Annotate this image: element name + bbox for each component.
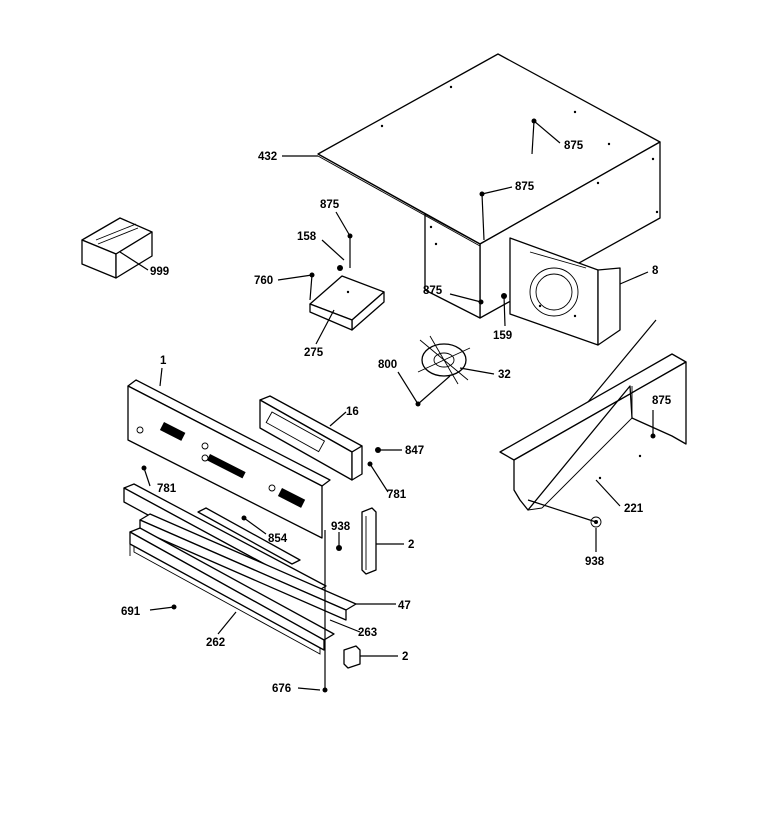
display-board-16-part bbox=[259, 395, 363, 481]
callout-2-lower: 2 bbox=[402, 651, 408, 663]
callout-275: 275 bbox=[304, 347, 324, 359]
callout-875-top1: 875 bbox=[564, 140, 584, 152]
callout-159: 159 bbox=[493, 330, 512, 342]
callout-221: 221 bbox=[624, 503, 644, 515]
callout-800: 800 bbox=[378, 359, 397, 371]
callout-875-bracket: 875 bbox=[320, 199, 340, 211]
callout-158: 158 bbox=[297, 231, 317, 243]
callout-32: 32 bbox=[498, 369, 511, 381]
callout-938-right: 938 bbox=[585, 556, 605, 568]
callout-47: 47 bbox=[398, 600, 411, 612]
top-cover-part bbox=[317, 53, 661, 319]
callout-781-right: 781 bbox=[387, 489, 407, 501]
callout-1: 1 bbox=[160, 355, 167, 367]
callout-8: 8 bbox=[652, 265, 659, 277]
callout-16: 16 bbox=[346, 406, 359, 418]
box-999-part bbox=[81, 217, 153, 279]
callout-875-right: 875 bbox=[652, 395, 672, 407]
callout-760: 760 bbox=[254, 275, 273, 287]
callout-854: 854 bbox=[268, 533, 288, 545]
lower-panel-262-part bbox=[129, 527, 335, 655]
callout-labels: 432 875 875 875 158 760 275 999 8 875 15… bbox=[121, 140, 672, 695]
callout-676: 676 bbox=[272, 683, 291, 695]
callout-999: 999 bbox=[150, 266, 169, 278]
callout-262: 262 bbox=[206, 637, 225, 649]
callout-263: 263 bbox=[358, 627, 377, 639]
side-bracket-221-part bbox=[499, 353, 687, 511]
callout-432: 432 bbox=[258, 151, 277, 163]
callout-938-left: 938 bbox=[331, 521, 351, 533]
rear-duct-panel-part bbox=[509, 237, 621, 346]
callout-875-fan: 875 bbox=[423, 285, 443, 297]
control-panel-1-part bbox=[127, 379, 331, 539]
fan-assembly-part bbox=[417, 335, 471, 385]
callout-2-upper: 2 bbox=[408, 539, 414, 551]
end-cap-upper-part bbox=[361, 507, 377, 575]
callout-691: 691 bbox=[121, 606, 141, 618]
callout-781-left: 781 bbox=[157, 483, 177, 495]
bracket-275-part bbox=[309, 265, 385, 331]
callout-847: 847 bbox=[405, 445, 424, 457]
callout-875-top2: 875 bbox=[515, 181, 535, 193]
leader-lines bbox=[119, 120, 657, 691]
end-cap-lower-part bbox=[343, 645, 361, 669]
